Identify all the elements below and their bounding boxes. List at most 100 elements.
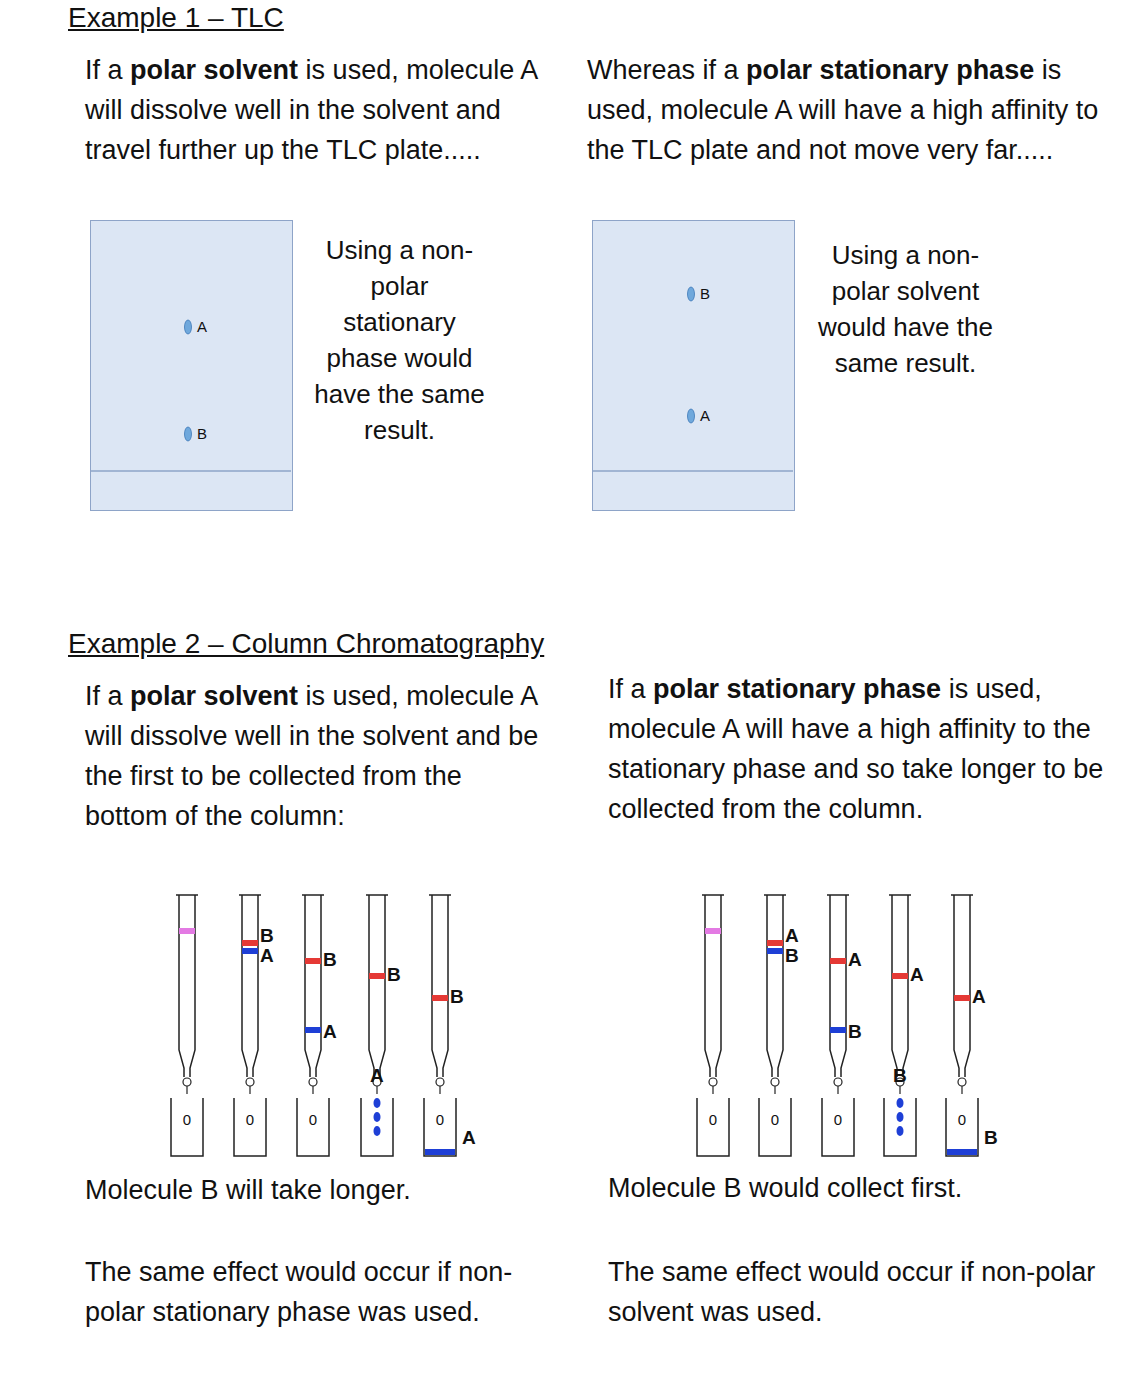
column-tube — [179, 895, 195, 1077]
origin-line — [91, 470, 291, 472]
band-label: A — [260, 946, 274, 966]
illustration-stroke — [249, 1086, 250, 1094]
beaker — [171, 1098, 203, 1156]
band-label: B — [323, 950, 337, 970]
paragraph: If a polar solvent is used, molecule A w… — [85, 676, 550, 836]
band — [954, 995, 970, 1001]
band-label: B — [984, 1128, 998, 1148]
beaker-mark: 0 — [771, 1112, 779, 1128]
bold-term: polar stationary phase — [653, 674, 941, 704]
column-tube — [767, 895, 783, 1077]
origin-line — [593, 470, 793, 472]
body-text: Molecule B will take longer. — [85, 1175, 411, 1205]
beaker — [759, 1098, 791, 1156]
band — [767, 948, 783, 954]
drop — [897, 1126, 904, 1136]
stopcock — [834, 1078, 842, 1086]
band — [305, 958, 321, 964]
beaker — [822, 1098, 854, 1156]
drop — [897, 1112, 904, 1122]
paragraph: Molecule B would collect first. — [608, 1168, 1108, 1208]
stopcock — [246, 1078, 254, 1086]
band-label: A — [462, 1128, 476, 1148]
collected-layer — [947, 1149, 977, 1155]
body-text: If a — [85, 55, 123, 85]
beaker-mark: 0 — [709, 1112, 717, 1128]
illustration-stroke — [712, 1086, 713, 1094]
sample-spot — [688, 287, 695, 301]
illustration-stroke — [439, 1086, 440, 1094]
body-text: The same effect would occur if non-polar… — [85, 1257, 512, 1327]
beaker — [884, 1098, 916, 1156]
beaker-mark: 0 — [309, 1112, 317, 1128]
spot-label: B — [197, 426, 207, 442]
body-text: The same effect would occur if non-polar… — [608, 1257, 1095, 1327]
paragraph: The same effect would occur if non-polar… — [608, 1252, 1108, 1332]
stopcock — [436, 1078, 444, 1086]
band-label: A — [323, 1022, 337, 1042]
illustration-stroke — [186, 1086, 187, 1094]
tlc-plate: BA — [592, 220, 795, 511]
band — [179, 928, 195, 934]
column-tube — [705, 895, 721, 1077]
sample-spot — [185, 320, 192, 334]
bold-term: polar stationary phase — [746, 55, 1034, 85]
band — [369, 973, 385, 979]
body-text: Whereas if a — [587, 55, 739, 85]
illustration-stroke — [899, 1086, 900, 1094]
beaker — [424, 1098, 456, 1156]
drop — [374, 1112, 381, 1122]
illustration-stroke — [774, 1086, 775, 1094]
band-label: B — [893, 1066, 907, 1086]
collected-layer — [425, 1149, 455, 1155]
paragraph: Molecule B will take longer. — [85, 1170, 555, 1210]
body-text: Molecule B would collect first. — [608, 1173, 962, 1203]
tlc-plate: AB — [90, 220, 293, 511]
spot-label: A — [700, 408, 710, 424]
stopcock — [183, 1078, 191, 1086]
stopcock — [771, 1078, 779, 1086]
sample-spot — [688, 409, 695, 423]
band-label: B — [260, 926, 274, 946]
beaker-mark: 0 — [183, 1112, 191, 1128]
band-label: A — [370, 1066, 384, 1086]
beaker — [361, 1098, 393, 1156]
illustration-stroke — [961, 1086, 962, 1094]
column-tube — [954, 895, 970, 1077]
band-label: B — [387, 965, 401, 985]
band — [830, 1027, 846, 1033]
drop — [374, 1098, 381, 1108]
illustration-stroke — [312, 1086, 313, 1094]
column-tube — [830, 895, 846, 1077]
band-label: A — [910, 965, 924, 985]
beaker-mark: 0 — [834, 1112, 842, 1128]
column-tube — [305, 895, 321, 1077]
stopcock — [958, 1078, 966, 1086]
band — [892, 973, 908, 979]
column-tube — [892, 895, 908, 1077]
plate-marks — [91, 221, 291, 509]
illustration-stroke — [376, 1086, 377, 1094]
body-text: If a — [85, 681, 123, 711]
band — [830, 958, 846, 964]
bold-term: polar solvent — [130, 681, 298, 711]
paragraph: Whereas if a polar stationary phase is u… — [587, 50, 1107, 170]
band-label: B — [848, 1022, 862, 1042]
beaker-mark: 0 — [958, 1112, 966, 1128]
beaker-mark: 0 — [436, 1112, 444, 1128]
beaker — [946, 1098, 978, 1156]
drop — [897, 1098, 904, 1108]
side-note: Using a non-polar stationary phase would… — [312, 232, 487, 448]
spot-label: A — [197, 319, 207, 335]
sample-spot — [185, 427, 192, 441]
band — [767, 940, 783, 946]
beaker — [697, 1098, 729, 1156]
paragraph: If a polar solvent is used, molecule A w… — [85, 50, 545, 170]
band — [432, 995, 448, 1001]
paragraph: The same effect would occur if non-polar… — [85, 1252, 555, 1332]
section-heading: Example 1 – TLC — [68, 2, 284, 34]
band-label: A — [972, 987, 986, 1007]
band — [705, 928, 721, 934]
bold-term: polar solvent — [130, 55, 298, 85]
band-label: B — [785, 946, 799, 966]
